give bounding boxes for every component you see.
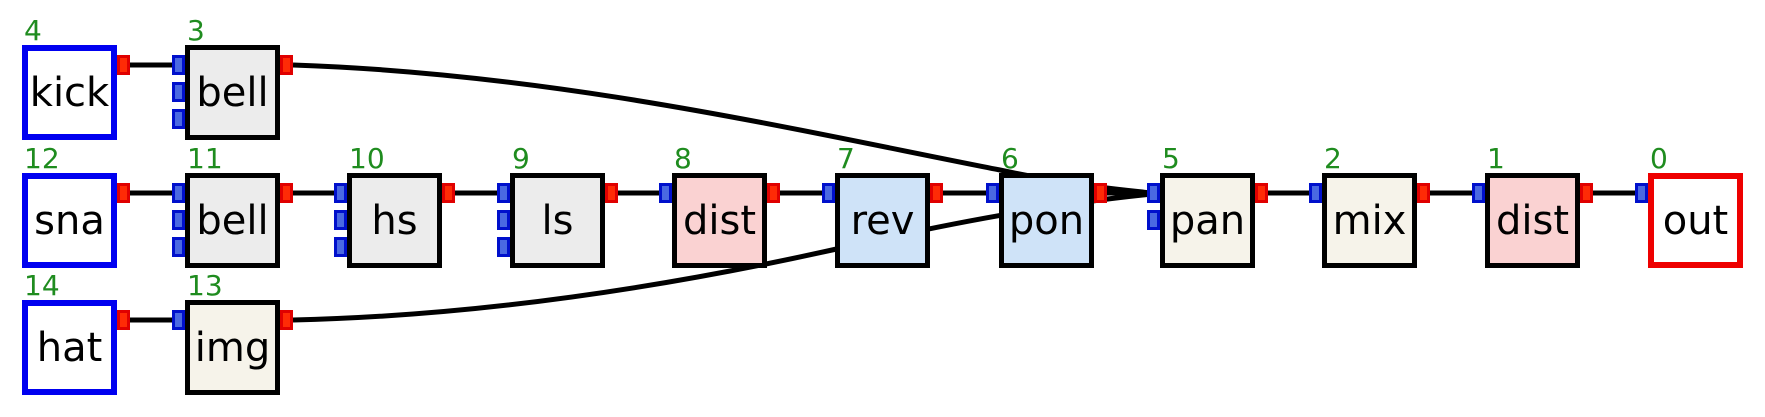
node-number: 9 <box>512 142 530 175</box>
node-number: 12 <box>24 142 60 175</box>
node-label: rev <box>850 197 915 244</box>
output-port <box>930 183 943 203</box>
node-label: img <box>194 324 271 371</box>
node-number: 5 <box>1162 142 1180 175</box>
node-label: dist <box>682 197 757 244</box>
input-port-1 <box>172 210 185 230</box>
node-pon-6: pon <box>999 173 1094 268</box>
input-port-0 <box>1309 183 1322 203</box>
node-mix-2: mix <box>1322 173 1417 268</box>
input-port-0 <box>659 183 672 203</box>
node-number: 10 <box>349 142 385 175</box>
node-img-13: img <box>185 300 280 395</box>
input-port-2 <box>497 237 510 257</box>
node-number: 8 <box>674 142 692 175</box>
node-number: 11 <box>187 142 223 175</box>
input-port-0 <box>334 183 347 203</box>
node-label: sna <box>34 197 105 244</box>
node-label: ls <box>541 197 574 244</box>
node-label: mix <box>1332 197 1407 244</box>
node-number: 3 <box>187 14 205 47</box>
node-number: 7 <box>837 142 855 175</box>
node-hat-14: hat <box>22 300 117 395</box>
input-port-1 <box>334 210 347 230</box>
input-port-1 <box>1147 210 1160 230</box>
node-dist-1: dist <box>1485 173 1580 268</box>
node-bell-3: bell <box>185 45 280 140</box>
node-number: 0 <box>1650 142 1668 175</box>
input-port-0 <box>172 183 185 203</box>
input-port-0 <box>1635 183 1648 203</box>
input-port-0 <box>986 183 999 203</box>
input-port-2 <box>172 237 185 257</box>
node-number: 13 <box>187 269 223 302</box>
node-number: 14 <box>24 269 60 302</box>
output-port <box>767 183 780 203</box>
node-number: 6 <box>1001 142 1019 175</box>
node-label: hat <box>36 324 103 371</box>
output-port <box>280 183 293 203</box>
output-port <box>1417 183 1430 203</box>
node-rev-7: rev <box>835 173 930 268</box>
output-port <box>117 310 130 330</box>
input-port-0 <box>822 183 835 203</box>
input-port-2 <box>172 109 185 129</box>
node-pan-5: pan <box>1160 173 1255 268</box>
output-port <box>1580 183 1593 203</box>
node-label: out <box>1662 197 1729 244</box>
node-dist-8: dist <box>672 173 767 268</box>
output-port <box>1255 183 1268 203</box>
node-number: 1 <box>1487 142 1505 175</box>
node-label: pan <box>1169 197 1246 244</box>
node-ls-9: ls <box>510 173 605 268</box>
node-kick-4: kick <box>22 45 117 140</box>
output-port <box>117 55 130 75</box>
node-label: dist <box>1495 197 1570 244</box>
output-port <box>1094 183 1107 203</box>
input-port-1 <box>497 210 510 230</box>
output-port <box>280 55 293 75</box>
node-label: kick <box>29 69 110 116</box>
input-port-1 <box>172 82 185 102</box>
input-port-0 <box>172 55 185 75</box>
input-port-0 <box>1472 183 1485 203</box>
node-out-0: out <box>1648 173 1743 268</box>
output-port <box>280 310 293 330</box>
input-port-2 <box>334 237 347 257</box>
node-number: 2 <box>1324 142 1342 175</box>
node-label: bell <box>196 69 269 116</box>
node-hs-10: hs <box>347 173 442 268</box>
node-label: pon <box>1008 197 1085 244</box>
output-port <box>117 183 130 203</box>
node-bell-11: bell <box>185 173 280 268</box>
input-port-0 <box>172 310 185 330</box>
output-port <box>605 183 618 203</box>
node-label: hs <box>371 197 418 244</box>
input-port-0 <box>497 183 510 203</box>
node-sna-12: sna <box>22 173 117 268</box>
input-port-0 <box>1147 183 1160 203</box>
node-number: 4 <box>24 14 42 47</box>
output-port <box>442 183 455 203</box>
node-label: bell <box>196 197 269 244</box>
